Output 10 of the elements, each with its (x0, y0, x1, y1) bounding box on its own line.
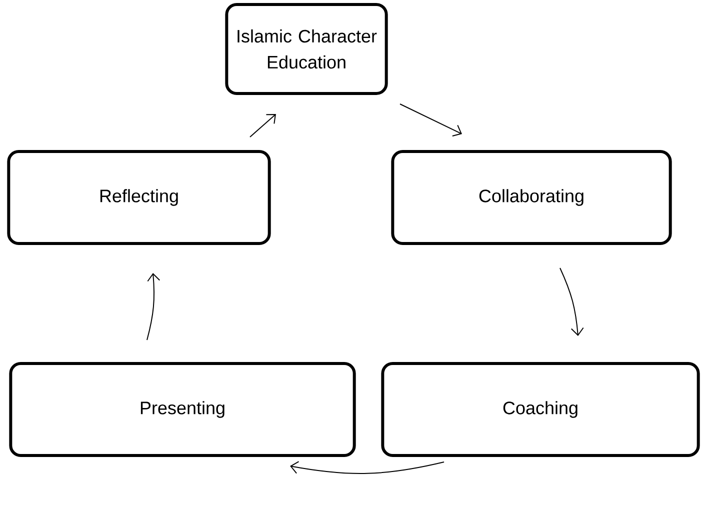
arrow (560, 268, 584, 336)
arrow (290, 461, 444, 474)
arrow (250, 114, 276, 138)
process-box: Islamic Character Education (225, 3, 388, 95)
process-box: Coaching (381, 362, 700, 457)
arrow (400, 104, 462, 136)
process-box: Reflecting (7, 150, 271, 245)
process-box: Collaborating (391, 150, 672, 245)
process-box: Presenting (9, 362, 356, 457)
arrow (146, 273, 160, 340)
